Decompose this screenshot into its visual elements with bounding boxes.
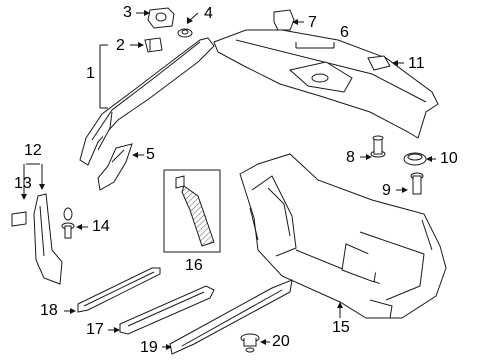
part-14-push-pin [61, 207, 75, 239]
label-5: 5 [146, 146, 155, 163]
part-4-grommet [177, 28, 193, 38]
part-5-lower-trim [97, 143, 133, 191]
part-16-box [163, 169, 221, 253]
label-16: 16 [185, 257, 203, 274]
part-19-sill-trim [169, 279, 293, 355]
part-20-push-clip [240, 333, 260, 353]
label-1: 1 [86, 65, 95, 82]
part-13-clip [11, 211, 27, 227]
part-15-floor-carpet [239, 153, 447, 319]
label-12: 12 [24, 142, 42, 159]
label-17: 17 [86, 321, 104, 338]
label-3: 3 [123, 4, 132, 21]
label-8: 8 [346, 149, 355, 166]
part-2-clip [144, 37, 163, 53]
part-11-clip [367, 55, 391, 71]
part-7-clip [273, 9, 295, 31]
label-13: 13 [14, 175, 32, 192]
label-11: 11 [408, 55, 425, 72]
label-7: 7 [308, 14, 317, 31]
label-14: 14 [92, 218, 110, 235]
label-2: 2 [116, 37, 125, 54]
part-8-screw [370, 135, 386, 158]
leader-lines [21, 10, 436, 350]
label-9: 9 [382, 182, 391, 199]
part-6-package-tray [213, 29, 439, 139]
label-18: 18 [40, 302, 58, 319]
label-20: 20 [272, 333, 290, 350]
part-12-pillar-trim [33, 193, 63, 285]
part-18-scuff-plate [77, 267, 161, 313]
label-19: 19 [140, 339, 158, 356]
part-1-pillar-trim [79, 37, 215, 166]
label-15: 15 [332, 319, 350, 336]
label-6: 6 [340, 24, 349, 41]
part-10-grommet [403, 152, 427, 166]
part-9-bolt [410, 172, 424, 195]
label-10: 10 [440, 150, 458, 167]
part-17-scuff-plate [119, 285, 215, 335]
label-4: 4 [204, 5, 213, 22]
part-3-clip [147, 7, 175, 29]
